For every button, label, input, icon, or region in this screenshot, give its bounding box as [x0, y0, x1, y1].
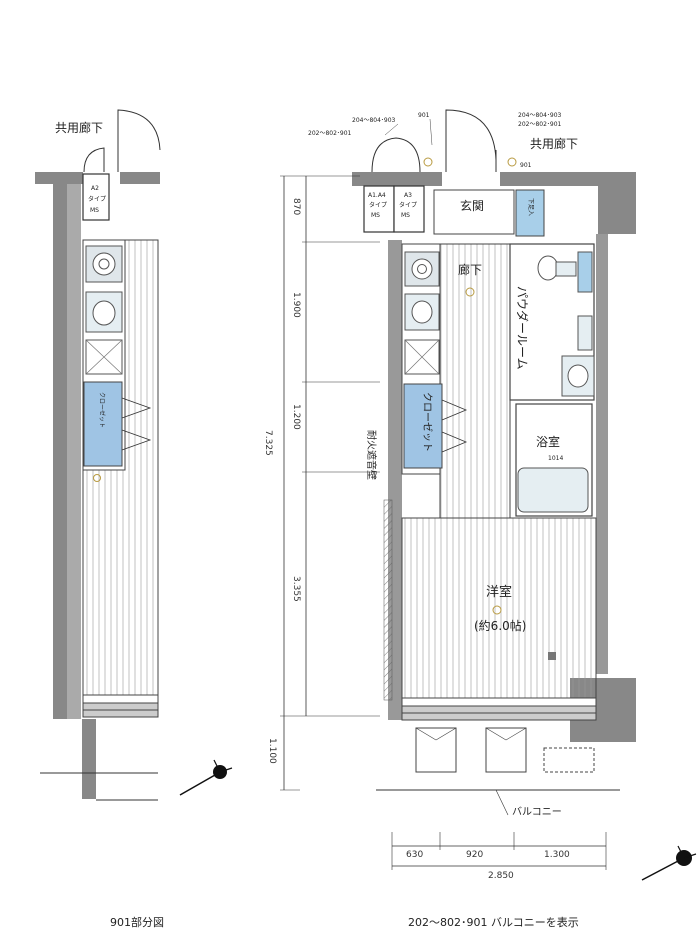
svg-text:A2: A2: [91, 185, 99, 192]
svg-text:タイプ: タイプ: [88, 195, 106, 203]
entrance: [433, 189, 515, 235]
dim-total-depth: 7.325: [263, 430, 273, 456]
bath-label: 浴室: [536, 434, 560, 449]
closet-label: クローゼット: [421, 392, 433, 452]
right-wall-block: [598, 172, 636, 234]
left-top-wall: [35, 172, 83, 184]
svg-text:タイプ: タイプ: [369, 201, 387, 209]
left-closet: [83, 381, 123, 467]
type-note: 204～804･903: [352, 117, 396, 124]
left-compass-icon: [179, 759, 233, 796]
vertical-dimensions: 7.325 870 1.900 1.200 3.355 1.100: [263, 175, 380, 791]
balcony-label: バルコニー: [512, 806, 562, 818]
entry-door-arc: [445, 109, 497, 172]
closet: [403, 383, 443, 469]
left-side-wall: [53, 184, 67, 719]
balcony-hatch: [543, 747, 595, 773]
ms-box-right: [393, 185, 425, 233]
bath-size: 1014: [548, 455, 563, 462]
type-note: 202～802･901: [518, 121, 562, 128]
dim-section: 870: [291, 198, 301, 215]
type-note: 901: [418, 112, 430, 119]
western-room-size: (約6.0帖): [474, 618, 526, 633]
dim-width: 1.300: [544, 850, 570, 860]
svg-text:タイプ: タイプ: [399, 201, 417, 209]
sink: [404, 293, 440, 331]
left-partial-plan: 共用廊下 A2 タイプ MS クローゼット: [35, 109, 233, 801]
left-corridor-label: 共用廊下: [55, 120, 103, 135]
svg-text:MS: MS: [401, 212, 410, 219]
balcony-unit-1: [415, 727, 457, 773]
main-right-wall: [596, 234, 608, 674]
ms-box-left: [363, 185, 395, 233]
left-caption: 901部分図: [110, 916, 164, 929]
main-top-wall: [352, 172, 442, 186]
svg-text:A3: A3: [404, 192, 412, 199]
dim-width: 630: [406, 850, 423, 860]
svg-text:クローゼット: クローゼット: [98, 392, 106, 428]
powder-room-label: パウダールーム: [515, 286, 530, 370]
left-door-arc: [117, 109, 161, 172]
main-caption: 202～802･901 バルコニーを表示: [408, 916, 579, 929]
hallway-label: 廊下: [458, 262, 482, 277]
ms-door-arc: [371, 137, 421, 173]
svg-text:MS: MS: [90, 207, 99, 214]
dim-section: 1.900: [291, 292, 301, 318]
main-plan: 204～804･903 901 204～804･903 202～802･901 …: [263, 109, 697, 881]
svg-text:A1.A4: A1.A4: [368, 192, 386, 199]
svg-text:下足入: 下足入: [527, 198, 534, 216]
western-room: [401, 517, 597, 699]
dim-section: 3.355: [291, 576, 301, 602]
horizontal-dimensions: 630 920 1.300 2.850: [391, 832, 607, 881]
main-compass-icon: [641, 845, 697, 881]
entrance-label: 玄関: [460, 198, 484, 213]
type-note: 202～802･901: [308, 130, 352, 137]
svg-text:MS: MS: [371, 212, 380, 219]
type-note: 204～804･903: [518, 112, 562, 119]
dim-width: 920: [466, 850, 483, 860]
shoe-box: [515, 189, 545, 237]
main-corridor-label: 共用廊下: [530, 136, 578, 151]
fire-wall-label: 耐火遮音壁: [365, 430, 378, 480]
dim-section: 1.200: [291, 404, 301, 430]
western-room-label: 洋室: [486, 584, 512, 600]
dim-total-width: 2.850: [488, 871, 514, 881]
left-small-door-arc: [83, 147, 105, 173]
toilet: [537, 255, 559, 281]
balcony-unit-2: [485, 727, 527, 773]
bathtub: [517, 467, 589, 513]
hallway-floor: [439, 243, 511, 519]
left-ms-box: [82, 173, 110, 221]
dim-balcony-depth: 1.100: [267, 738, 277, 764]
type-note: 901: [520, 162, 532, 169]
